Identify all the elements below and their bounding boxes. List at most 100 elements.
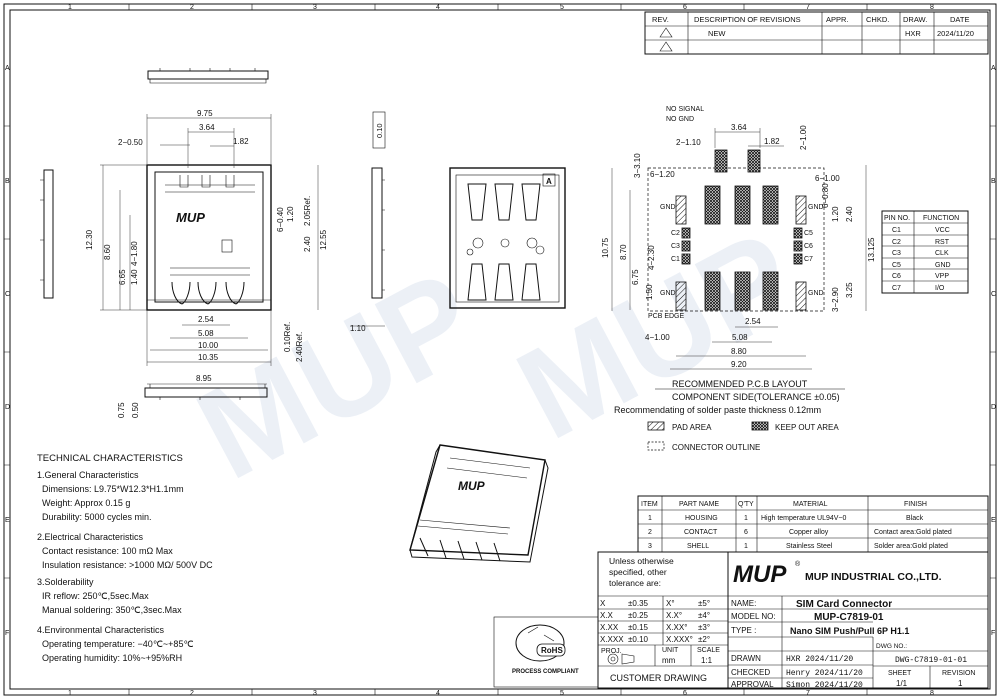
svg-text:X.XXX: X.XXX [600,635,624,644]
svg-text:PROCESS COMPLIANT: PROCESS COMPLIANT [512,669,579,675]
svg-text:APPROVAL: APPROVAL [731,680,774,689]
svg-text:2: 2 [648,529,652,536]
tech-line: IR reflow: 250℃,5sec.Max [42,591,149,601]
svg-text:5.08: 5.08 [198,329,214,338]
svg-text:UNIT: UNIT [662,647,679,654]
svg-text:Unless otherwise: Unless otherwise [609,556,674,566]
svg-text:Recommendating of solder past: Recommendating of solder paste thickness… [614,405,821,415]
bottom-contact-view: A [449,167,566,309]
svg-text:I/O: I/O [935,285,945,292]
svg-text:SHEET: SHEET [888,670,912,677]
column-labels: 11 22 33 44 55 66 77 88 [68,4,934,697]
svg-text:E: E [5,517,10,524]
svg-text:D: D [991,404,996,411]
svg-text:±2°: ±2° [698,635,710,644]
svg-text:0.75: 0.75 [117,402,126,418]
svg-text:3: 3 [313,690,317,697]
svg-text:C: C [5,291,10,298]
svg-text:C7: C7 [804,256,813,263]
svg-text:TECHNICAL CHARACTERISTICS: TECHNICAL CHARACTERISTICS [37,453,183,464]
svg-text:1: 1 [744,515,748,522]
svg-text:X.XX: X.XX [600,623,619,632]
svg-text:tolerance are:: tolerance are: [609,578,661,588]
svg-text:FUNCTION: FUNCTION [923,215,959,222]
tech-line: Dimensions: L9.75*W12.3*H1.1mm [42,484,184,494]
svg-text:B: B [991,178,996,185]
svg-text:0.10: 0.10 [375,123,384,138]
tech-line: Insulation resistance: >1000 MΩ/ 500V DC [42,560,213,570]
technical-characteristics: TECHNICAL CHARACTERISTICS 1.General Char… [37,453,213,663]
tolerance-block: Unless otherwise specified, other tolera… [597,551,729,689]
svg-text:Stainless Steel: Stainless Steel [786,543,833,550]
svg-text:MUP: MUP [458,479,486,493]
svg-text:SCALE: SCALE [697,647,720,654]
svg-text:Nano SIM Push/Pull 6P H1.1: Nano SIM Push/Pull 6P H1.1 [790,626,909,636]
svg-text:3−2.90: 3−2.90 [831,287,840,312]
svg-text:2−1.00: 2−1.00 [799,125,808,150]
svg-text:CHECKED: CHECKED [731,668,770,677]
svg-text:8: 8 [930,4,934,11]
svg-text:F: F [5,630,9,637]
svg-text:±5°: ±5° [698,599,710,608]
left-side-view [40,169,54,299]
svg-text:±0.25: ±0.25 [628,611,649,620]
svg-text:C5: C5 [804,230,813,237]
svg-text:6−1.00: 6−1.00 [815,174,840,183]
svg-text:CONNECTOR OUTLINE: CONNECTOR OUTLINE [672,443,760,452]
svg-text:DWG NO.:: DWG NO.: [876,643,907,650]
svg-text:F: F [991,630,995,637]
svg-text:D: D [5,404,10,411]
svg-text:PIN NO.: PIN NO. [884,215,910,222]
svg-text:NO SIGNAL: NO SIGNAL [666,106,704,113]
svg-text:C1: C1 [671,256,680,263]
svg-text:X.XXX°: X.XXX° [666,635,693,644]
svg-text:VPP: VPP [935,273,949,280]
svg-text:Contact area:Gold plated: Contact area:Gold plated [874,529,952,536]
tech-line: Operating temperature: −40℃~+85℃ [42,639,194,649]
svg-text:VCC: VCC [935,227,950,234]
svg-text:1: 1 [68,690,72,697]
svg-text:12.30: 12.30 [85,229,94,250]
pcb-labels: NO SIGNAL NO GND GND GND GND GND C2 C3 C… [648,106,824,320]
svg-text:±0.15: ±0.15 [628,623,649,632]
svg-text:FINISH: FINISH [904,501,927,508]
tech-line: Contact resistance: 100 mΩ Max [42,546,173,556]
svg-text:0.50: 0.50 [131,402,140,418]
svg-text:2−0.50: 2−0.50 [118,138,143,147]
svg-text:C6: C6 [804,243,813,250]
svg-text:1:1: 1:1 [701,656,713,665]
tech-line: 4.Environmental Characteristics [37,625,165,635]
svg-text:6: 6 [683,690,687,697]
svg-text:X.X°: X.X° [666,611,682,620]
svg-text:1.20: 1.20 [286,206,295,222]
svg-text:3: 3 [648,543,652,550]
svg-text:7: 7 [806,4,810,11]
svg-text:MATERIAL: MATERIAL [793,501,828,508]
svg-text:0.10Ref.: 0.10Ref. [283,322,292,352]
svg-text:REV.: REV. [652,15,669,24]
svg-text:2.54: 2.54 [198,315,214,324]
svg-text:NAME:: NAME: [731,599,756,608]
svg-text:±0.10: ±0.10 [628,635,649,644]
svg-text:Copper alloy: Copper alloy [789,529,829,536]
svg-text:C2: C2 [671,230,680,237]
svg-text:2024/11/20: 2024/11/20 [937,29,974,38]
svg-text:1.40: 1.40 [130,269,139,285]
svg-text:PAD AREA: PAD AREA [672,423,712,432]
svg-text:X.XX°: X.XX° [666,623,687,632]
svg-text:10.75: 10.75 [601,237,610,258]
svg-text:X°: X° [666,599,675,608]
svg-text:C6: C6 [892,273,901,280]
pcb-layout [647,149,825,312]
front-dimensions: 9.75 3.64 1.82 2−0.50 12.30 8.60 6.65 1.… [85,109,328,366]
tech-line: Durability: 5000 cycles min. [42,512,152,522]
svg-text:13.125: 13.125 [867,237,876,262]
svg-text:DWG-C7819-01-01: DWG-C7819-01-01 [895,656,967,665]
svg-text:9.75: 9.75 [197,109,213,118]
front-view: MUP [146,164,272,311]
svg-text:1.50: 1.50 [645,284,654,300]
svg-text:KEEP OUT AREA: KEEP OUT AREA [775,423,839,432]
revision-table: REV. DESCRIPTION OF REVISIONS APPR. CHKD… [644,11,989,55]
svg-text:2.40: 2.40 [845,206,854,222]
